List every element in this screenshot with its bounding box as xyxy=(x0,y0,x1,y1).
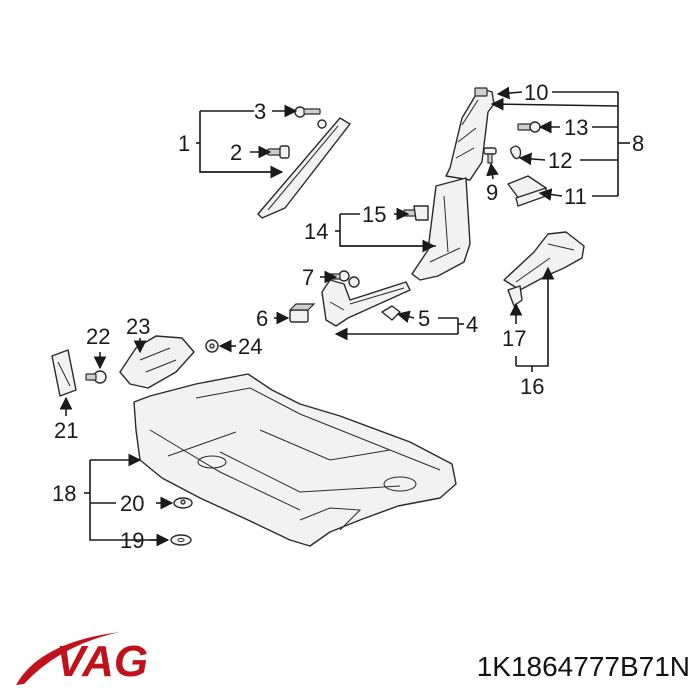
trim-panel-21 xyxy=(51,349,77,397)
callout-22: 22 xyxy=(86,324,110,349)
callout-18: 18 xyxy=(52,481,76,506)
clip-17-icon xyxy=(507,285,523,307)
clip-5-icon xyxy=(381,305,401,321)
fastener-20-icon xyxy=(173,497,193,509)
b-pillar-lower-trim xyxy=(411,177,471,281)
callout-21: 21 xyxy=(54,418,78,443)
callout-1: 1 xyxy=(178,131,190,156)
leader-lines xyxy=(59,86,630,547)
washer-19-icon xyxy=(170,534,192,546)
callout-12: 12 xyxy=(548,148,572,173)
logo-swoosh-icon xyxy=(16,632,120,685)
callout-20: 20 xyxy=(120,491,144,516)
bracket-23 xyxy=(119,335,195,389)
a-pillar-trim xyxy=(257,117,351,219)
bolt-13-icon xyxy=(517,121,541,133)
plug-24-icon xyxy=(205,339,219,353)
b-pillar-upper-trim xyxy=(445,87,495,181)
callout-9: 9 xyxy=(486,180,498,205)
callout-numbers: 1 2 3 4 5 6 7 8 9 10 11 12 13 14 15 16 1… xyxy=(52,80,644,553)
callout-11: 11 xyxy=(564,184,587,209)
clip-3-icon xyxy=(294,106,327,129)
c-pillar-trim xyxy=(503,231,585,291)
bolt-2-icon xyxy=(267,145,290,159)
callout-4: 4 xyxy=(466,312,478,337)
callout-8: 8 xyxy=(632,131,644,156)
brand-name: VAG xyxy=(56,637,148,686)
callout-15: 15 xyxy=(362,202,386,227)
floor-carpet xyxy=(133,373,457,547)
callout-24: 24 xyxy=(238,334,262,359)
callout-5: 5 xyxy=(418,306,430,331)
callout-16: 16 xyxy=(520,374,544,399)
callout-7: 7 xyxy=(302,265,314,290)
callout-13: 13 xyxy=(564,115,588,140)
callout-23: 23 xyxy=(126,314,150,339)
bolt-22-icon xyxy=(85,370,107,384)
clip-15-icon xyxy=(403,205,429,221)
screw-9-icon xyxy=(483,147,497,164)
clip-12-icon xyxy=(509,145,522,160)
callout-17: 17 xyxy=(502,326,526,351)
sill-trim xyxy=(321,279,411,327)
callout-10: 10 xyxy=(524,80,548,105)
callout-2: 2 xyxy=(230,140,242,165)
callout-3: 3 xyxy=(254,99,266,124)
part-number: 1K1864777B71N xyxy=(477,651,690,682)
vag-logo: VAG xyxy=(16,632,148,686)
callout-19: 19 xyxy=(120,528,144,553)
callout-14: 14 xyxy=(304,219,328,244)
block-6-icon xyxy=(288,303,316,323)
cap-11-icon xyxy=(507,175,547,207)
callout-6: 6 xyxy=(256,306,268,331)
